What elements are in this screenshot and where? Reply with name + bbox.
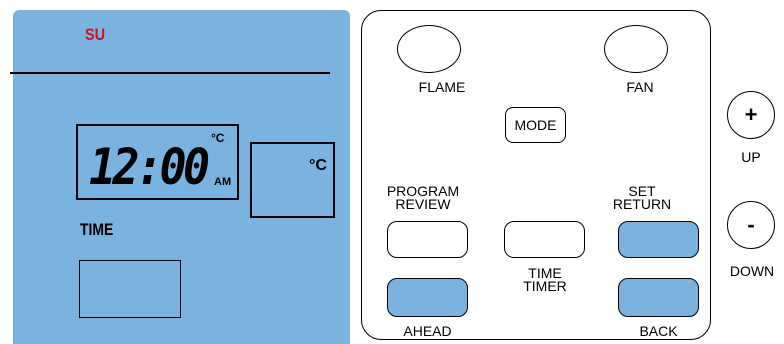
back-label: BACK [639,323,678,339]
down-label: DOWN [729,263,775,279]
day-indicator: SU [85,25,106,44]
ahead-button[interactable] [387,278,468,317]
program-review-label: PROGRAM REVIEW [386,183,460,212]
minus-icon: - [747,212,755,237]
up-label: UP [741,149,761,165]
fan-label: FAN [626,79,654,95]
clock-frame [76,124,239,200]
lcd-small-frame [79,260,181,318]
temperature-frame [250,142,335,218]
set-return-label: SET RETURN [612,183,672,212]
down-button[interactable]: - [727,201,775,249]
temperature-unit: °C [309,157,327,174]
ampm-indicator: AM [214,176,232,188]
flame-label: FLAME [418,79,466,95]
time-timer-button[interactable] [504,221,585,258]
plus-icon: + [744,102,758,127]
fan-button[interactable] [604,25,668,73]
clock-readout: 12:00 [89,138,210,196]
back-button[interactable] [618,278,699,317]
time-timer-label: TIME TIMER [523,265,567,294]
mode-button[interactable]: MODE [505,107,566,143]
set-return-button[interactable] [618,221,699,258]
flame-button[interactable] [397,25,461,73]
clock-unit: °C [211,131,225,145]
program-review-button[interactable] [387,221,468,258]
time-label: TIME [80,220,114,239]
lcd-divider [10,72,330,74]
ahead-label: AHEAD [403,323,452,339]
up-button[interactable]: + [727,91,775,139]
lcd-display [13,10,350,344]
